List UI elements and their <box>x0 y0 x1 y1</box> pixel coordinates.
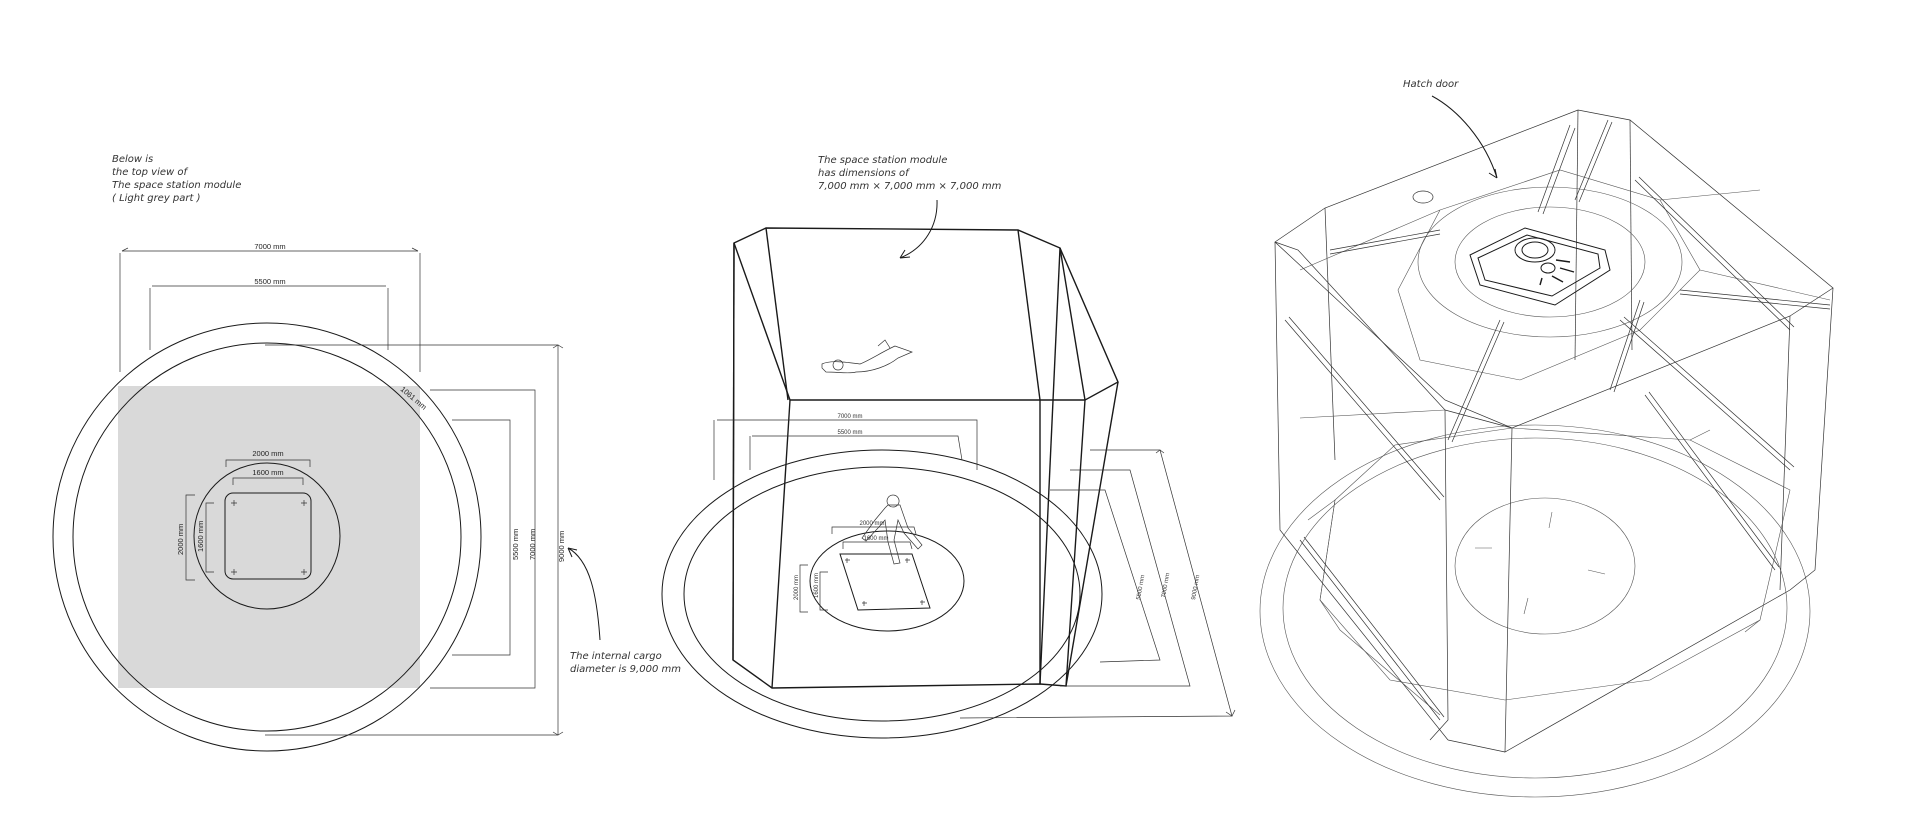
dim-5500-right: 5500 mm <box>511 529 520 560</box>
module-dims-arrow <box>899 199 938 259</box>
left-dim-lines <box>185 494 214 581</box>
dim-5500-top: 5500 mm <box>254 277 285 286</box>
standing-astronaut <box>861 494 923 565</box>
dim-9000-right: 9000 mm <box>557 531 566 562</box>
iso-dim-1600-side: 1600 mm <box>814 573 820 598</box>
hatch-arrow <box>1431 95 1498 179</box>
dim-7000-top: 7000 mm <box>254 242 285 251</box>
wire-inner-octagon <box>1299 169 1831 419</box>
floating-astronaut <box>821 339 913 374</box>
hatch-door <box>1469 227 1611 306</box>
wire-base-mid <box>1282 437 1788 779</box>
iso-dim-2000: 2000 mm <box>859 521 884 527</box>
dim-7000-right: 7000 mm <box>528 529 537 560</box>
dim-1600-inner: 1600 mm <box>252 468 283 477</box>
iso-prism <box>732 227 1119 689</box>
outer-ring <box>52 322 482 752</box>
iso-center-circle <box>809 530 965 632</box>
dim-1600-side: 1600 mm <box>196 521 205 552</box>
iso-dim-7000: 7000 mm <box>837 414 862 420</box>
hatch-note: Hatch door <box>1403 79 1459 90</box>
wire-floor-octagon <box>1307 427 1791 716</box>
wire-base-outer <box>1259 424 1811 798</box>
cargo-note: The internal cargo diameter is 9,000 mm <box>570 651 681 675</box>
hatch-handles <box>1539 259 1575 286</box>
wire-rails <box>1284 119 1831 721</box>
iso-dim-5500: 5500 mm <box>837 430 862 436</box>
module-footprint <box>118 386 420 688</box>
top-vent-circle <box>1412 190 1434 204</box>
iso-square-marks <box>845 558 925 606</box>
right-dim-lines <box>265 344 564 736</box>
floor-marks <box>1475 511 1606 615</box>
top-view: Below is the top view of The space stati… <box>52 154 681 752</box>
iso-center-square <box>839 553 931 611</box>
inner-ring <box>72 342 462 732</box>
dim-2000-side: 2000 mm <box>176 524 185 555</box>
top-view-note: Below is the top view of The space stati… <box>112 154 245 204</box>
iso-dim-7000-diag: 7000 mm <box>1161 573 1171 599</box>
center-circle <box>193 462 341 610</box>
iso-dim-lines <box>713 419 1236 719</box>
cargo-arrow <box>567 547 601 641</box>
top-dim-lines <box>119 247 421 485</box>
dim-2000-inner: 2000 mm <box>252 449 283 458</box>
center-square-marks <box>231 500 307 575</box>
iso-dim-9000-diag: 9000 mm <box>1191 575 1201 601</box>
iso-dim-2000-side: 2000 mm <box>794 575 800 600</box>
wireframe-view: Hatch door <box>1259 79 1834 798</box>
wire-base-inner <box>1454 497 1636 635</box>
iso-dim-5500-diag: 5500 mm <box>1136 575 1146 601</box>
iso-dim-1600: 1600 mm <box>863 536 888 542</box>
iso-view: The space station module has dimensions … <box>661 155 1236 739</box>
iso-inner-ring <box>683 466 1081 722</box>
iso-outer-ring <box>661 449 1103 739</box>
module-dims-note: The space station module has dimensions … <box>818 155 1002 192</box>
center-square <box>224 492 312 580</box>
